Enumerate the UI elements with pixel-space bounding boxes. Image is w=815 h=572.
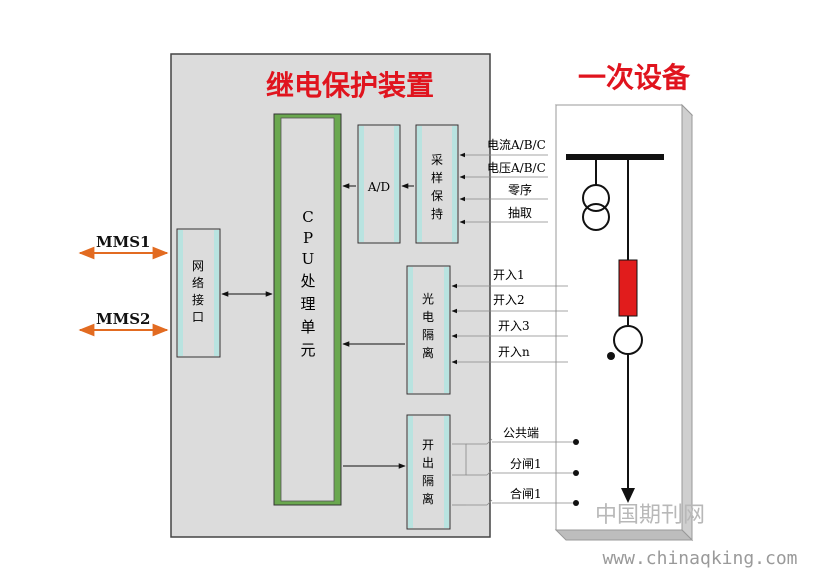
sample-hold-char-2: 保 <box>431 189 443 203</box>
output-isolation-block: 开 出 隔 离 <box>406 414 451 530</box>
analog-inputs: 电流A/B/C 电压A/B/C 零序 抽取 <box>459 138 548 225</box>
output-label-0: 公共端 <box>503 426 539 440</box>
feeder-arrow-icon <box>621 488 635 503</box>
sample-hold-char-1: 样 <box>431 170 443 185</box>
binary-input-3: 开入n <box>498 345 530 359</box>
analog-input-0: 电流A/B/C <box>487 138 546 152</box>
mms1-label: MMS1 <box>96 233 150 251</box>
mms2-label: MMS2 <box>96 310 150 328</box>
output-char-1: 出 <box>422 456 434 470</box>
analog-input-3: 抽取 <box>508 206 532 220</box>
output-char-3: 离 <box>422 491 434 506</box>
output-label-1: 分闸1 <box>510 457 542 471</box>
opto-char-3: 离 <box>422 345 434 360</box>
output-contacts: 公共端 分闸1 合闸1 <box>452 426 579 506</box>
output-char-2: 隔 <box>422 474 434 488</box>
cpu-block: C P U 处 理 单 元 <box>273 113 342 506</box>
opto-isolation-block: 光 电 隔 离 <box>406 265 451 395</box>
cpu-char-6: 元 <box>300 341 315 359</box>
binary-input-0: 开入1 <box>493 268 525 282</box>
ad-label: A/D <box>367 180 390 194</box>
binary-input-2: 开入3 <box>498 319 530 333</box>
ad-block: A/D <box>357 124 401 244</box>
network-interface-char-1: 络 <box>192 275 204 290</box>
primary-title: 一次设备 <box>578 61 691 94</box>
cpu-char-2: U <box>302 250 315 268</box>
cpu-char-5: 单 <box>300 318 315 336</box>
watermark-cn: 中国期刊网 <box>595 503 705 528</box>
opto-char-0: 光 <box>422 292 434 306</box>
sample-hold-block: 采 样 保 持 <box>415 124 459 244</box>
network-interface-block: 网 络 接 口 <box>176 228 221 358</box>
output-char-0: 开 <box>422 438 434 452</box>
watermark-url: www.chinaqking.com <box>602 548 797 569</box>
opto-char-1: 电 <box>422 310 434 324</box>
primary-schematic <box>566 154 664 503</box>
circuit-breaker-icon <box>618 259 638 317</box>
cpu-char-3: 处 <box>300 272 315 290</box>
voltage-transformer-icon <box>582 184 610 212</box>
analog-input-1: 电压A/B/C <box>487 161 546 175</box>
network-interface-char-3: 口 <box>192 310 204 324</box>
network-interface-char-2: 接 <box>192 292 204 307</box>
analog-input-2: 零序 <box>508 182 532 197</box>
cpu-char-0: C <box>302 208 313 226</box>
binary-input-1: 开入2 <box>493 293 525 307</box>
cpu-char-4: 理 <box>300 295 315 313</box>
binary-inputs: 开入1 开入2 开入3 开入n <box>451 268 568 365</box>
network-interface-char-0: 网 <box>192 259 204 273</box>
opto-char-2: 隔 <box>422 328 434 342</box>
sample-hold-char-3: 持 <box>431 206 443 221</box>
device-title: 继电保护装置 <box>266 69 434 102</box>
sample-hold-char-0: 采 <box>431 153 443 167</box>
primary-equipment-box <box>554 103 694 542</box>
output-label-2: 合闸1 <box>510 486 542 501</box>
cpu-char-1: P <box>303 229 313 247</box>
